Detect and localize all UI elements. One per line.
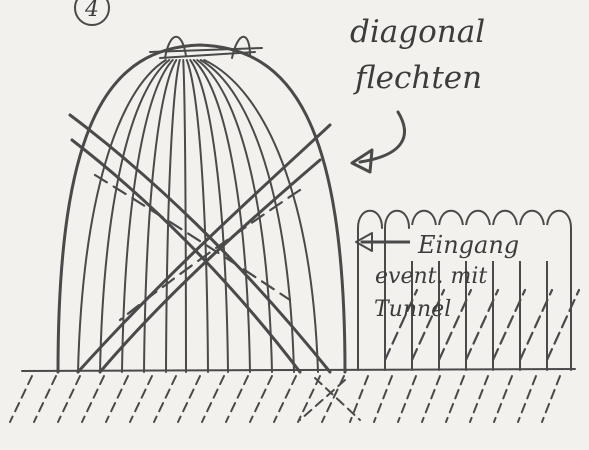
entrance-label-line1: Eingang	[417, 231, 519, 259]
entrance-label-line3: Tunnel	[374, 297, 451, 322]
entrance-label-line2: event. mit	[375, 264, 487, 289]
step-number: 4	[84, 0, 99, 22]
technique-label-line1: diagonal	[350, 14, 485, 50]
technique-label-line2: flechten	[353, 60, 482, 96]
